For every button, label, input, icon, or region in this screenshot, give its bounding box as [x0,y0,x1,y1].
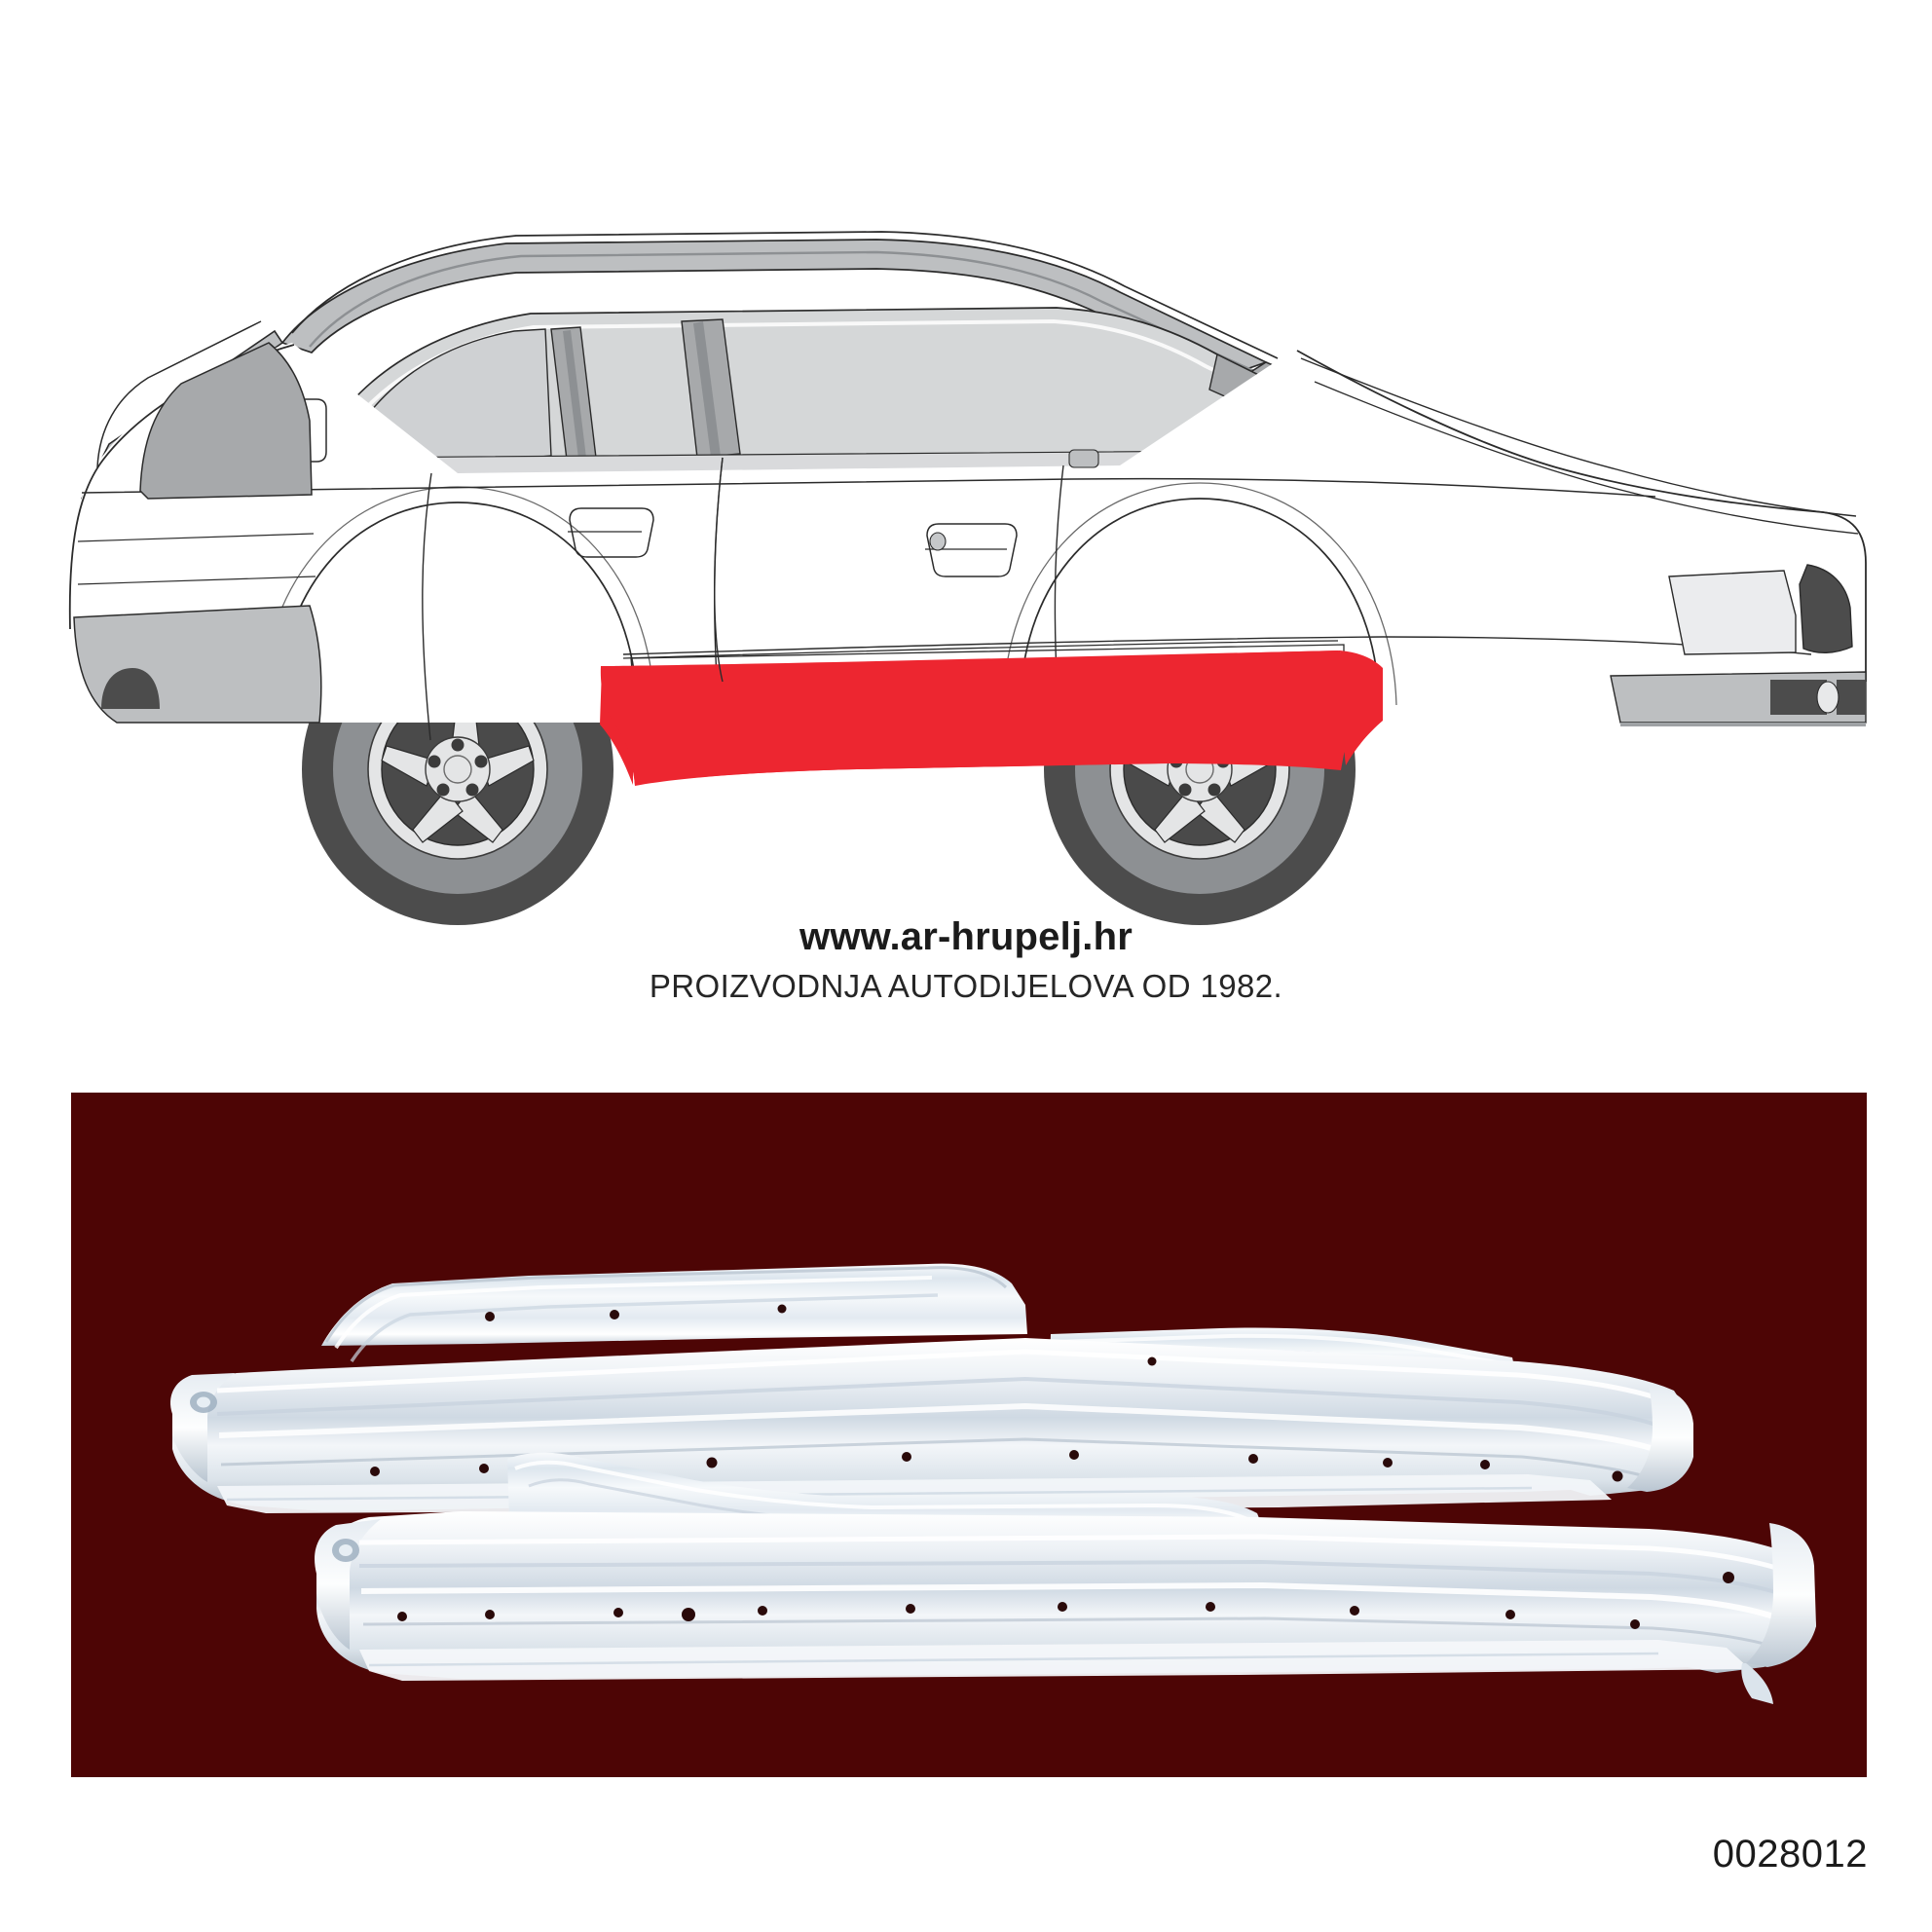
product-photo-panel [71,1093,1867,1777]
lower-panel-right-endcap [1746,1523,1816,1667]
front-wheel-arch [1020,498,1380,700]
brand-tagline: PROIZVODNJA AUTODIJELOVA OD 1982. [649,968,1283,1004]
lower-panel-front-hook [315,1519,381,1650]
upper-sill-panel [170,1263,1693,1513]
lower-panel-rib-4 [362,1616,1772,1648]
rocker-panel-highlight [600,650,1350,786]
roof-outline [291,231,1279,359]
lower-panel-weld-holes [397,1572,1734,1629]
rear-wheel-lugs [427,738,488,797]
front-body-outline [1296,350,1867,682]
rear-bumper-cutout [101,668,160,709]
vehicle-illustration: www.ar-hrupelj.hr PROIZVODNJA AUTODIJELO… [0,231,1932,1004]
headlight [1668,570,1797,655]
rear-door-shutline [422,472,432,741]
upper-panel-rib-3 [218,1402,1661,1454]
upper-panel-weld-holes [370,1450,1623,1482]
upper-panel-right-endcap [1627,1385,1693,1492]
hood-crease-2 [1314,381,1859,535]
upper-reinforcement-holes [485,1304,1157,1366]
rocker-panel-highlight-front-riser [1340,650,1383,765]
rear-wheel-arch [278,502,638,704]
branding-block: www.ar-hrupelj.hr PROIZVODNJA AUTODIJELO… [0,915,1932,1004]
roof-inner-line [309,250,1257,374]
part-number: 0028012 [1712,1833,1868,1876]
front-door-shutline-lower [714,457,724,683]
brand-website-url: www.ar-hrupelj.hr [799,915,1133,958]
door-lock-cylinder [929,532,947,551]
lower-panel-right-tab [1741,1663,1773,1704]
sill-top-edge-line [622,640,1339,659]
side-marker-light [1068,449,1099,468]
sill-panels-photo-svg [170,1263,1816,1704]
upper-panel-front-hook [170,1373,235,1482]
bootlid-edge [96,320,262,468]
upper-panel-rib-2 [216,1376,1665,1430]
vehicle-illustration-svg [68,231,1867,925]
fog-light [1816,681,1839,714]
hood-crease-1 [1300,357,1857,517]
lower-panel-main-rail [316,1511,1816,1679]
front-door-handle [926,523,1018,577]
lower-panel-rib-3 [360,1581,1781,1621]
headlight-inner [1799,564,1853,653]
rear-door-handle [569,507,654,558]
lower-feature-line [622,636,1812,655]
lower-sill-panel [315,1452,1816,1704]
grille-upper-right [1837,680,1866,715]
tail-light [139,342,313,500]
lower-panel-bottom-flange [359,1640,1750,1681]
lower-panel-rib-2 [358,1559,1786,1597]
